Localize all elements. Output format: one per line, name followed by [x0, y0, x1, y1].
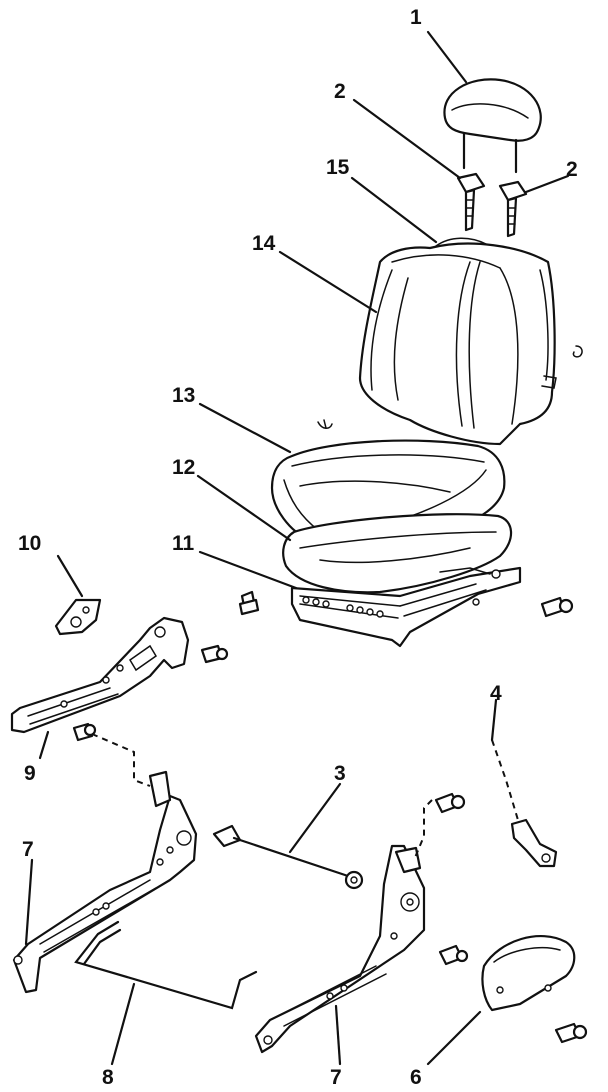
assembly-line	[91, 733, 151, 787]
callout-2-right: 2	[566, 158, 578, 181]
cross-rod	[212, 824, 364, 890]
callout-2-left: 2	[334, 80, 346, 103]
seat-back	[358, 237, 557, 446]
bolt-icon	[554, 1022, 588, 1044]
callout-13: 13	[172, 384, 195, 407]
wire-spring	[74, 920, 258, 1010]
bolt-icon	[72, 722, 97, 742]
assembly-line	[413, 799, 433, 861]
headrest	[443, 78, 542, 174]
callout-3: 3	[334, 762, 346, 785]
callout-14: 14	[252, 232, 276, 255]
callout-8: 8	[102, 1066, 114, 1089]
callout-6: 6	[410, 1066, 422, 1089]
side-trim-cover	[481, 935, 576, 1012]
callout-7-left: 7	[22, 838, 34, 861]
bolt-icon	[200, 644, 229, 664]
bolt-icon	[238, 590, 260, 616]
headrest-guide-right	[498, 180, 528, 238]
lower-track-right	[254, 844, 426, 1054]
bolt-icon	[540, 596, 574, 618]
callout-11: 11	[172, 532, 195, 555]
bolt-icon	[438, 944, 469, 966]
lower-track-left	[12, 770, 198, 994]
callout-4: 4	[490, 682, 502, 705]
headrest-guide-left	[456, 172, 486, 232]
clip-icon	[323, 419, 327, 429]
callout-10: 10	[18, 532, 41, 555]
seat-pan	[282, 513, 513, 594]
bracket-cover	[54, 598, 102, 636]
bolt-icon	[434, 792, 466, 814]
leader-lines	[24, 30, 570, 1066]
seat-adjuster-frame	[290, 566, 522, 648]
adjuster-lever	[510, 818, 558, 868]
recliner-arm	[10, 616, 190, 734]
callout-1: 1	[410, 6, 422, 29]
callout-12: 12	[172, 456, 195, 479]
callout-7-right: 7	[330, 1066, 342, 1089]
clip-icon	[572, 345, 583, 358]
wire-spring-inner	[82, 928, 122, 966]
callout-15: 15	[326, 156, 350, 179]
assembly-line	[491, 739, 519, 821]
callout-9: 9	[24, 762, 36, 785]
